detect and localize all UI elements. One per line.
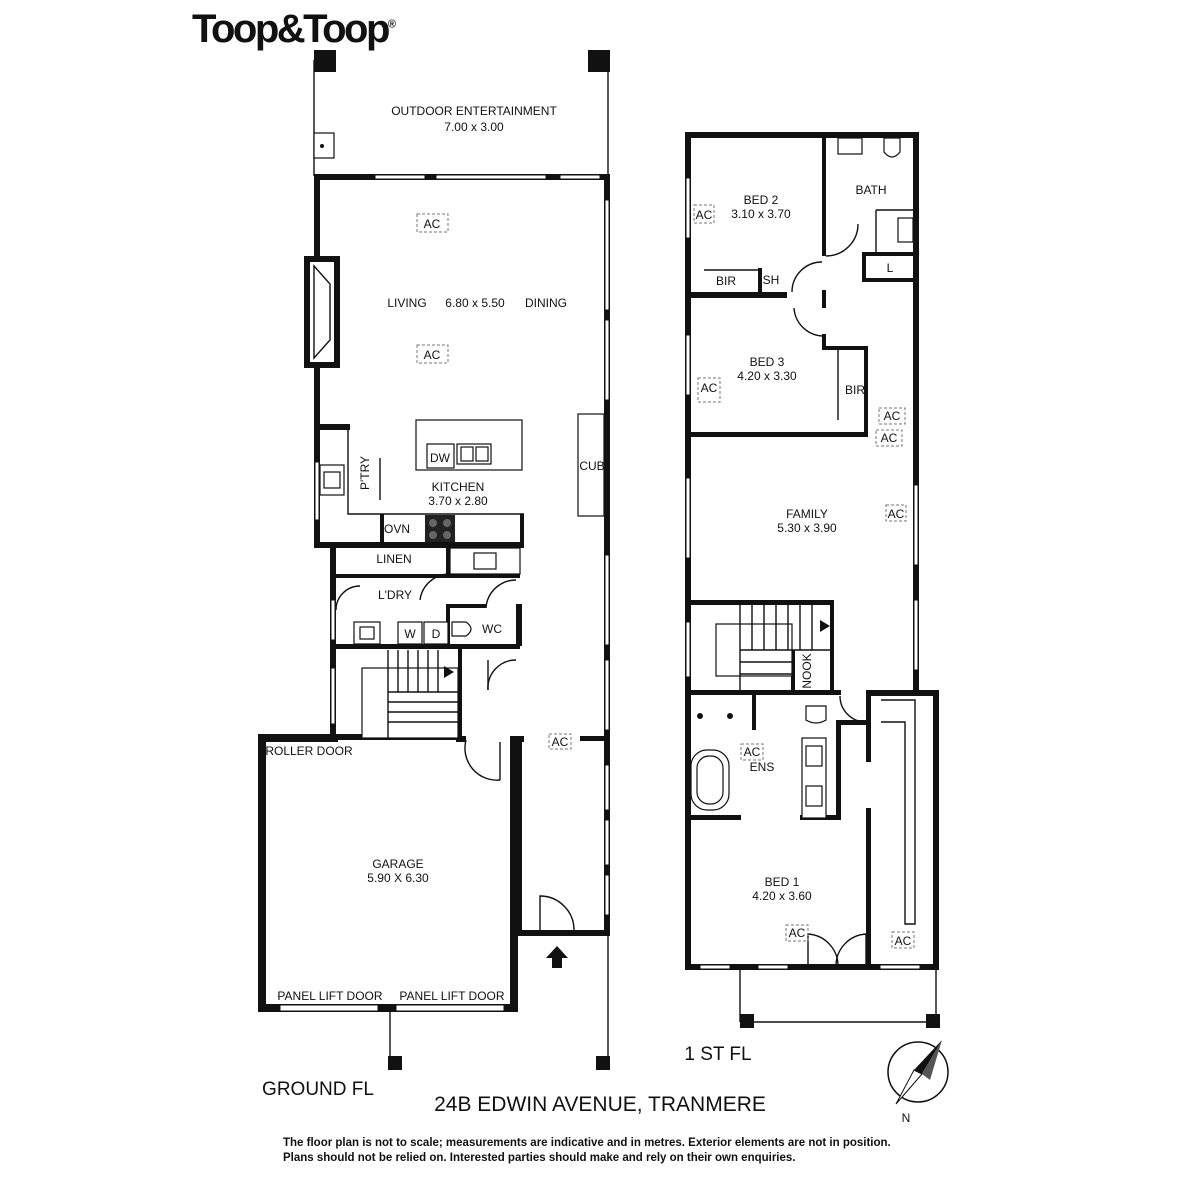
bath-label: BATH bbox=[855, 183, 886, 197]
first-floor-labels: BED 2 3.10 x 3.70 AC BATH L BIR SH BED 3… bbox=[684, 183, 911, 1065]
garage-label: GARAGE bbox=[372, 857, 423, 871]
ensuite-fixtures bbox=[690, 695, 867, 819]
ground-floor-title: GROUND FL bbox=[262, 1079, 374, 1100]
bir-label: BIR bbox=[716, 274, 736, 288]
ac-label: AC bbox=[888, 507, 905, 521]
ac-label: AC bbox=[552, 735, 569, 749]
ac-markers-first bbox=[693, 204, 915, 949]
basin-icon bbox=[805, 785, 823, 807]
cooktop-icon bbox=[425, 515, 455, 542]
living-label: LIVING bbox=[387, 296, 426, 310]
ac-markers-ground bbox=[416, 213, 572, 750]
dishwasher-icon bbox=[426, 443, 455, 469]
bed1-fixtures bbox=[807, 699, 916, 967]
ac-label: AC bbox=[789, 926, 806, 940]
outdoor-label: OUTDOOR ENTERTAINMENT bbox=[391, 104, 557, 118]
living-size: 6.80 x 5.50 bbox=[445, 296, 505, 310]
ac-label: AC bbox=[701, 381, 718, 395]
first-floor-windows bbox=[685, 177, 921, 970]
disclaimer-line-1: The floor plan is not to scale; measurem… bbox=[283, 1137, 891, 1149]
kitchen-label: KITCHEN bbox=[432, 480, 485, 494]
dining-label: DINING bbox=[525, 296, 567, 310]
ac-label: AC bbox=[744, 745, 761, 759]
panel-lift-door-label: PANEL LIFT DOOR bbox=[399, 989, 504, 1003]
dryer-icon bbox=[423, 621, 449, 645]
fireplace-icon bbox=[304, 256, 340, 368]
laundry-fixtures bbox=[335, 547, 521, 645]
outdoor-size: 7.00 x 3.00 bbox=[444, 120, 504, 134]
oven-label: OVN bbox=[384, 522, 410, 536]
shower-icon bbox=[897, 217, 914, 243]
toilet-icon bbox=[805, 705, 827, 724]
ground-floor-doors bbox=[464, 659, 575, 931]
ac-label: AC bbox=[881, 431, 898, 445]
laundry-label: L'DRY bbox=[378, 588, 412, 602]
ground-floor-labels: OUTDOOR ENTERTAINMENT 7.00 x 3.00 AC LIV… bbox=[262, 104, 605, 1100]
entry-arrow-icon bbox=[546, 946, 568, 968]
first-floor: BED 2 3.10 x 3.70 AC BATH L BIR SH BED 3… bbox=[684, 132, 940, 1065]
cupboard bbox=[577, 413, 605, 517]
linen-cupboard-label: L bbox=[887, 261, 894, 275]
bed1-label: BED 1 bbox=[765, 875, 800, 889]
basin-icon bbox=[837, 137, 863, 155]
toilet-icon bbox=[451, 621, 472, 637]
first-floor-walls bbox=[685, 132, 939, 970]
family-size: 5.30 x 3.90 bbox=[777, 521, 837, 535]
first-floor-stairs bbox=[715, 605, 830, 690]
front-porch bbox=[388, 936, 610, 1070]
compass-north-label: N bbox=[902, 1111, 911, 1125]
kitchen-size: 3.70 x 2.80 bbox=[428, 494, 488, 508]
basin-icon bbox=[473, 552, 497, 570]
brand-logo: Toop&Toop® bbox=[192, 7, 397, 51]
nook-label: NOOK bbox=[800, 653, 814, 688]
dryer-label: D bbox=[432, 627, 441, 641]
shower-label: SH bbox=[763, 273, 780, 287]
cupboard-label: CUB bbox=[579, 459, 604, 473]
pantry-label: P'TRY bbox=[358, 456, 372, 490]
bbq-icon bbox=[313, 132, 335, 159]
disclaimer: The floor plan is not to scale; measurem… bbox=[283, 1136, 943, 1166]
bed3-size: 4.20 x 3.30 bbox=[737, 369, 797, 383]
balcony bbox=[739, 970, 940, 1028]
washer-label: W bbox=[404, 627, 416, 641]
ac-label: AC bbox=[424, 348, 441, 362]
ground-floor-stairs bbox=[361, 650, 459, 739]
bed2-size: 3.10 x 3.70 bbox=[731, 207, 791, 221]
ac-label: AC bbox=[884, 409, 901, 423]
panel-lift-door-label: PANEL LIFT DOOR bbox=[277, 989, 382, 1003]
kitchen-fixtures bbox=[319, 413, 605, 542]
washer-icon bbox=[397, 621, 423, 645]
first-floor-title: 1 ST FL bbox=[684, 1044, 751, 1065]
disclaimer-line-2: Plans should not be relied on. Intereste… bbox=[283, 1152, 796, 1164]
property-address: 24B EDWIN AVENUE, TRANMERE bbox=[434, 1093, 766, 1116]
family-label: FAMILY bbox=[786, 507, 828, 521]
ensuite-label: ENS bbox=[750, 760, 775, 774]
dishwasher-label: DW bbox=[430, 451, 451, 465]
bed2-label: BED 2 bbox=[744, 193, 779, 207]
bir-label: BIR bbox=[845, 383, 865, 397]
bed1-size: 4.20 x 3.60 bbox=[752, 889, 812, 903]
compass-icon: N bbox=[887, 1040, 949, 1125]
first-floor-bathroom-fixtures bbox=[704, 137, 914, 420]
ac-label: AC bbox=[696, 208, 713, 222]
garage-size: 5.90 X 6.30 bbox=[367, 871, 429, 885]
wc-label: WC bbox=[482, 622, 502, 636]
bed3-label: BED 3 bbox=[750, 355, 785, 369]
ac-label: AC bbox=[895, 934, 912, 948]
ground-floor-windows bbox=[279, 174, 610, 1012]
toilet-icon bbox=[883, 137, 901, 158]
basin-icon bbox=[805, 745, 823, 767]
roller-door-label: ROLLER DOOR bbox=[265, 744, 353, 758]
outdoor-entertainment-area bbox=[313, 50, 610, 176]
ground-floor: OUTDOOR ENTERTAINMENT 7.00 x 3.00 AC LIV… bbox=[258, 50, 610, 1100]
ac-label: AC bbox=[424, 217, 441, 231]
linen-label: LINEN bbox=[376, 552, 411, 566]
